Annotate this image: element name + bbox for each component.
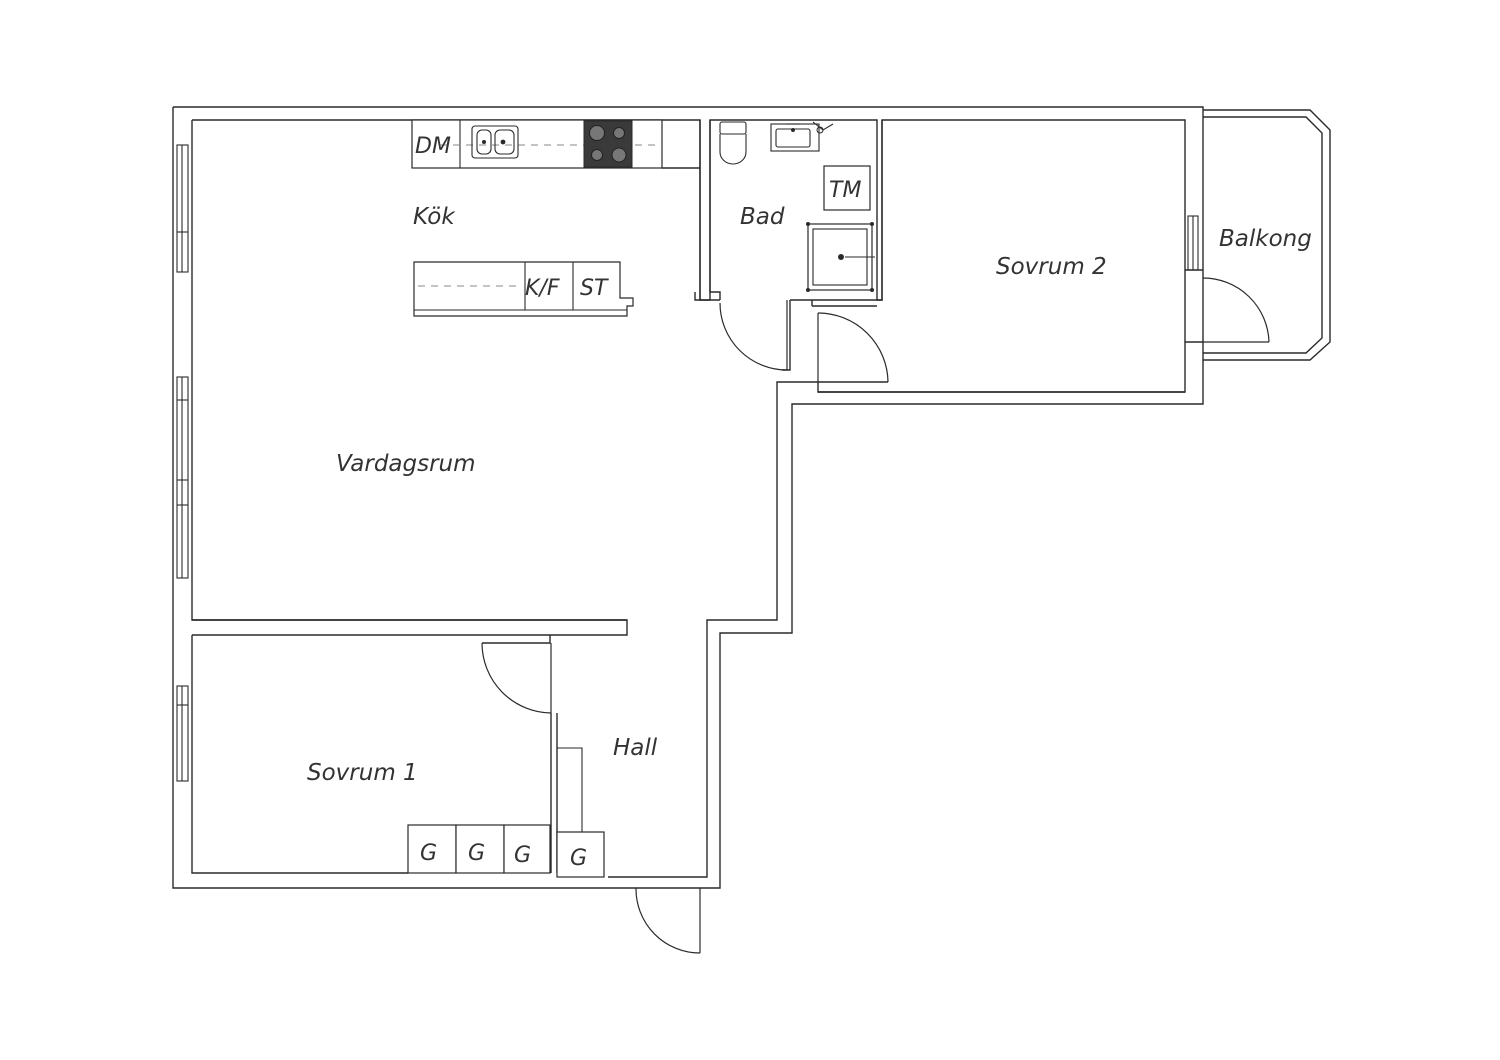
interior-walls bbox=[192, 120, 1203, 873]
room-label-sovrum2: Sovrum 2 bbox=[996, 254, 1107, 280]
bathroom-fixtures bbox=[719, 121, 875, 292]
room-label-balkong: Balkong bbox=[1219, 226, 1312, 252]
wardrobe-label: G bbox=[468, 841, 485, 866]
dishwasher-label: DM bbox=[415, 134, 451, 159]
kitchen-island bbox=[413, 261, 634, 317]
faucet-icon bbox=[812, 121, 834, 134]
stove-label: ST bbox=[580, 276, 609, 301]
doors bbox=[481, 277, 1270, 954]
room-label-kok: Kök bbox=[413, 204, 456, 230]
toilet-icon bbox=[719, 121, 747, 165]
washer-box bbox=[823, 165, 871, 211]
windows-left bbox=[176, 144, 189, 782]
room-labels: Kök Vardagsrum Bad Sovrum 2 Balkong Hall… bbox=[307, 204, 1312, 786]
stove-icon bbox=[583, 120, 633, 168]
wardrobe-label: G bbox=[420, 841, 437, 866]
fixture-labels: DM TM K/F ST G G G G bbox=[415, 134, 861, 871]
fridge-freezer-label: K/F bbox=[525, 276, 560, 301]
balcony-window bbox=[1187, 215, 1199, 271]
kitchen-counter bbox=[411, 119, 700, 169]
wardrobe-label: G bbox=[514, 843, 531, 868]
balcony bbox=[1203, 109, 1331, 361]
washbasin-icon bbox=[770, 123, 820, 152]
room-label-vardagsrum: Vardagsrum bbox=[336, 451, 476, 477]
washing-machine-label: TM bbox=[829, 178, 861, 203]
wardrobes bbox=[407, 747, 605, 878]
room-label-hall: Hall bbox=[613, 735, 658, 761]
sink-icon bbox=[471, 125, 519, 159]
room-label-sovrum1: Sovrum 1 bbox=[307, 760, 418, 786]
room-label-bad: Bad bbox=[740, 204, 785, 230]
wardrobe-label: G bbox=[570, 846, 587, 871]
shower-icon bbox=[806, 222, 875, 292]
